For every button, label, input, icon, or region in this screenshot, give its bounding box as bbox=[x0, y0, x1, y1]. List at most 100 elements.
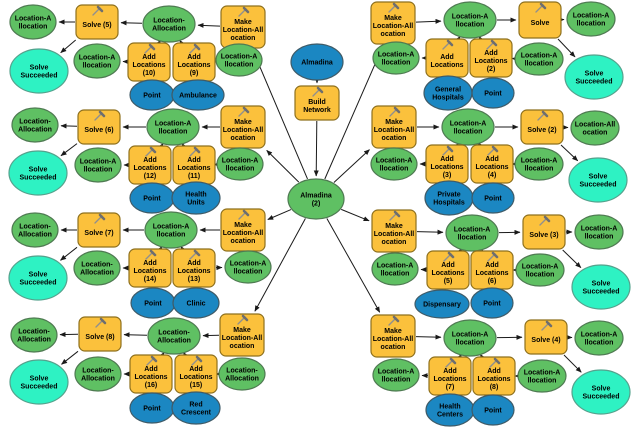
l4-la-left-ellipse[interactable] bbox=[10, 317, 58, 353]
node-r3-solve[interactable]: Solve (3) bbox=[522, 214, 566, 250]
node-l4-la-left[interactable]: Location-Allocation bbox=[10, 317, 58, 353]
l2-la-top-ellipse[interactable] bbox=[146, 108, 200, 146]
l4-solve-box[interactable] bbox=[78, 316, 122, 352]
r3-solve-succeeded-ellipse[interactable] bbox=[571, 264, 631, 310]
r1-add-right-box[interactable] bbox=[469, 38, 513, 78]
r3-point-ellipse[interactable] bbox=[470, 287, 514, 319]
r4-point-ellipse[interactable] bbox=[471, 394, 515, 426]
node-l3-point[interactable]: Point bbox=[130, 287, 176, 319]
l4-la-mid-right-ellipse[interactable] bbox=[218, 357, 266, 391]
node-l3-solve[interactable]: Solve (7) bbox=[77, 212, 121, 248]
r2-la-mid-right-ellipse[interactable] bbox=[514, 147, 564, 181]
l2-la-mid-right-ellipse[interactable] bbox=[216, 147, 264, 181]
r1-solve-succeeded-ellipse[interactable] bbox=[564, 54, 624, 100]
l4-solve-succeeded-ellipse[interactable] bbox=[9, 359, 69, 405]
almadina-ellipse[interactable] bbox=[290, 43, 344, 81]
l1-solve-box[interactable] bbox=[75, 4, 119, 40]
l4-facility-ellipse[interactable] bbox=[171, 391, 221, 425]
node-r4-point[interactable]: Point bbox=[471, 394, 515, 426]
node-r3-point[interactable]: Point bbox=[470, 287, 514, 319]
node-l2-point[interactable]: Point bbox=[129, 182, 175, 214]
node-r1-solve[interactable]: Solve bbox=[518, 1, 562, 39]
r3-solve-box[interactable] bbox=[522, 214, 566, 250]
r4-la-mid-left-ellipse[interactable] bbox=[372, 358, 420, 392]
node-l4-la-mid-right[interactable]: Location-Allocation bbox=[218, 357, 266, 391]
r1-la-right-ellipse[interactable] bbox=[566, 1, 616, 37]
r3-make-box[interactable] bbox=[371, 209, 417, 253]
node-r3-facility[interactable]: Dispensary bbox=[414, 289, 470, 319]
node-l1-facility[interactable]: Ambulance bbox=[171, 79, 225, 111]
r2-la-top-ellipse[interactable] bbox=[441, 108, 495, 146]
node-l4-la-top[interactable]: Location-Allocation bbox=[147, 317, 201, 355]
node-almadina-2[interactable]: Almadina(2) bbox=[287, 178, 345, 220]
node-l4-la-mid-left[interactable]: Location-Allocation bbox=[74, 356, 122, 392]
l1-solve-succeeded-ellipse[interactable] bbox=[9, 48, 69, 94]
r2-solve-succeeded-ellipse[interactable] bbox=[568, 157, 628, 203]
l2-facility-ellipse[interactable] bbox=[171, 181, 221, 215]
node-l2-solve[interactable]: Solve (6) bbox=[77, 109, 121, 145]
l3-add-right-box[interactable] bbox=[172, 248, 216, 288]
r3-facility-ellipse[interactable] bbox=[414, 289, 470, 319]
almadina-2-ellipse[interactable] bbox=[287, 178, 345, 220]
r3-la-mid-left-ellipse[interactable] bbox=[371, 252, 419, 286]
node-almadina[interactable]: Almadina bbox=[290, 43, 344, 81]
l2-la-left-ellipse[interactable] bbox=[11, 107, 59, 143]
l3-solve-box[interactable] bbox=[77, 212, 121, 248]
l4-make-box[interactable] bbox=[219, 313, 265, 357]
r1-la-mid-right-ellipse[interactable] bbox=[514, 42, 564, 76]
l3-la-mid-right-ellipse[interactable] bbox=[224, 250, 272, 284]
r3-la-top-ellipse[interactable] bbox=[445, 214, 499, 252]
l3-solve-succeeded-ellipse[interactable] bbox=[8, 255, 68, 301]
node-r1-point[interactable]: Point bbox=[471, 77, 515, 109]
r2-solve-box[interactable] bbox=[520, 109, 564, 145]
l3-facility-ellipse[interactable] bbox=[172, 287, 220, 319]
l1-la-top-ellipse[interactable] bbox=[142, 5, 196, 43]
l1-la-mid-right-ellipse[interactable] bbox=[215, 43, 263, 77]
l1-la-left-ellipse[interactable] bbox=[9, 4, 57, 40]
l2-solve-box[interactable] bbox=[77, 109, 121, 145]
r3-la-mid-right-ellipse[interactable] bbox=[515, 253, 565, 287]
r1-solve-box[interactable] bbox=[518, 1, 562, 39]
